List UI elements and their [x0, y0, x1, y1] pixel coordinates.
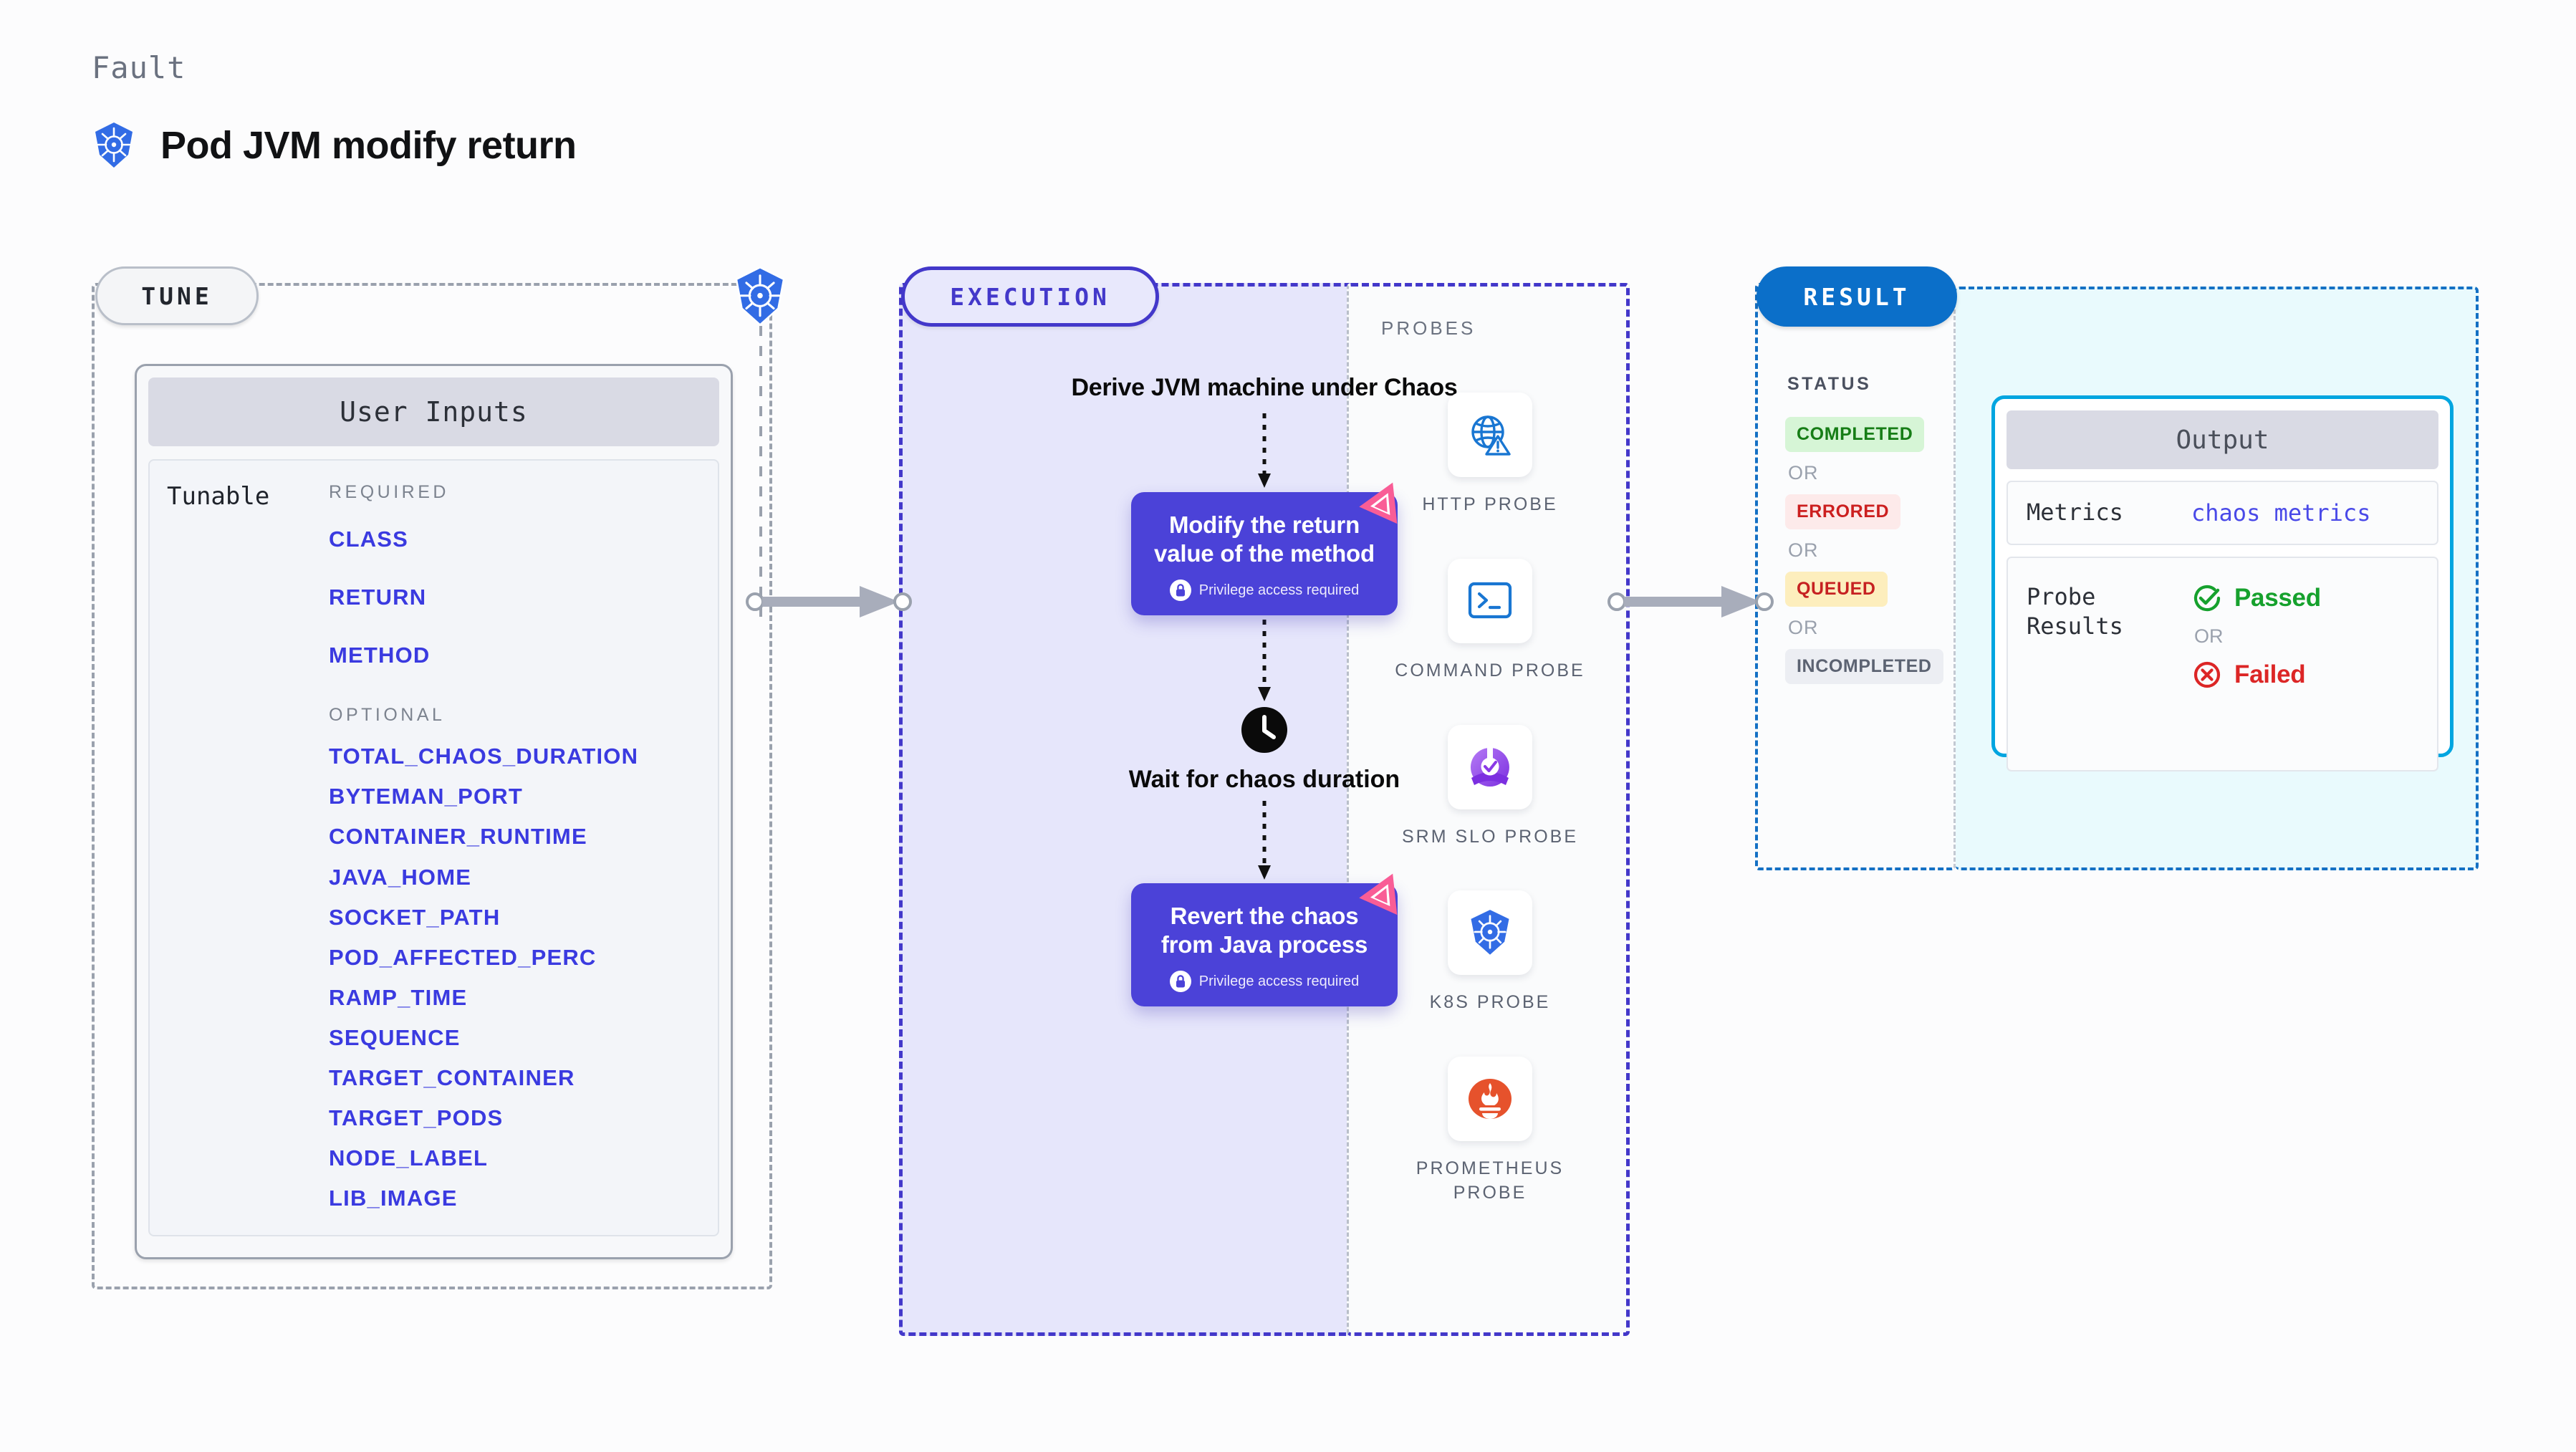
- param-item[interactable]: TARGET_CONTAINER: [329, 1065, 575, 1091]
- stage-pill-execution[interactable]: EXECUTION: [901, 266, 1159, 327]
- revert-chaos-node[interactable]: Revert the chaos from Java process Privi…: [1131, 873, 1398, 1006]
- status-badge-incompleted: INCOMPLETED: [1785, 649, 1943, 684]
- derive-step-label: Derive JVM machine under Chaos: [1071, 374, 1458, 401]
- output-header: Output: [2007, 410, 2438, 469]
- param-item[interactable]: TOTAL_CHAOS_DURATION: [329, 744, 639, 769]
- tunable-label: Tunable: [167, 482, 270, 511]
- params-col: REQUIRED CLASS RETURN METHOD OPTIONAL TO…: [329, 482, 718, 1235]
- litmus-badge-icon: [1357, 867, 1410, 919]
- terminal-icon: [1448, 558, 1532, 643]
- param-item[interactable]: RETURN: [329, 585, 427, 610]
- probe-item-k8s[interactable]: K8S PROBE: [1383, 890, 1597, 1015]
- wait-step-label: Wait for chaos duration: [1128, 766, 1400, 793]
- probes-list: HTTP PROBE COMMAND PROBE: [1383, 393, 1597, 1247]
- fault-title-row: Pod JVM modify return: [92, 122, 577, 169]
- passed-label: Passed: [2234, 583, 2321, 612]
- privilege-note: Privilege access required: [1144, 580, 1385, 601]
- page-title: Pod JVM modify return: [160, 124, 577, 167]
- param-item[interactable]: JAVA_HOME: [329, 864, 472, 890]
- modify-return-label: Modify the return value of the method: [1154, 511, 1375, 567]
- connector-tune-to-execution: [746, 586, 912, 617]
- or-separator: OR: [2194, 625, 2224, 647]
- status-badge-queued: QUEUED: [1785, 572, 1888, 607]
- clock-icon: [924, 706, 1605, 754]
- tunable-body: Tunable REQUIRED CLASS RETURN METHOD OPT…: [148, 459, 719, 1236]
- privilege-note-label: Privilege access required: [1198, 582, 1360, 598]
- revert-chaos-label: Revert the chaos from Java process: [1160, 902, 1368, 958]
- status-badge-errored: ERRORED: [1785, 494, 1901, 529]
- modify-return-node[interactable]: Modify the return value of the method Pr…: [1131, 482, 1398, 615]
- user-inputs-header: User Inputs: [148, 378, 719, 446]
- probe-results-row: Probe Results Passed OR: [2007, 556, 2438, 771]
- tune-connector-line: [759, 326, 762, 627]
- param-item[interactable]: METHOD: [329, 643, 431, 668]
- stage-pill-result[interactable]: RESULT: [1756, 266, 1957, 327]
- failed-label: Failed: [2234, 660, 2306, 688]
- fault-kicker: Fault: [92, 50, 186, 85]
- probe-label: PROMETHEUS PROBE: [1416, 1158, 1565, 1203]
- param-item[interactable]: SOCKET_PATH: [329, 904, 501, 930]
- kubernetes-icon: [1448, 890, 1532, 976]
- kubernetes-icon: [731, 266, 789, 327]
- status-badge-completed: COMPLETED: [1785, 417, 1925, 452]
- probe-item-command[interactable]: COMMAND PROBE: [1383, 558, 1597, 683]
- param-item[interactable]: RAMP_TIME: [329, 984, 468, 1010]
- param-item[interactable]: CONTAINER_RUNTIME: [329, 824, 587, 850]
- metrics-row: Metrics chaos metrics: [2007, 481, 2438, 545]
- user-inputs-card: User Inputs Tunable REQUIRED CLASS RETUR…: [135, 364, 733, 1259]
- globe-warning-icon: [1448, 393, 1532, 477]
- connector-execution-to-result: [1607, 586, 1774, 617]
- flow-arrow-2: [924, 615, 1605, 706]
- optional-params-list: TOTAL_CHAOS_DURATION BYTEMAN_PORT CONTAI…: [329, 744, 703, 1211]
- metrics-link[interactable]: chaos metrics: [2191, 499, 2371, 527]
- probe-result-failed: Failed: [2191, 659, 2321, 691]
- or-separator: OR: [1788, 462, 1819, 484]
- required-params-list: CLASS RETURN METHOD: [329, 527, 703, 668]
- tune-region: [92, 283, 772, 1289]
- or-separator: OR: [1788, 539, 1819, 561]
- probes-section-label: PROBES: [1381, 317, 1476, 339]
- or-separator: OR: [1788, 617, 1819, 638]
- param-item[interactable]: LIB_IMAGE: [329, 1186, 458, 1211]
- probe-results-values: Passed OR Failed: [2191, 582, 2321, 691]
- probe-result-passed: Passed: [2191, 582, 2321, 614]
- param-item[interactable]: CLASS: [329, 527, 409, 552]
- probe-item-http[interactable]: HTTP PROBE: [1383, 393, 1597, 517]
- probe-item-srm-slo[interactable]: SRM SLO PROBE: [1383, 724, 1597, 850]
- status-section-label: STATUS: [1787, 374, 1872, 394]
- lock-icon: [1169, 971, 1191, 992]
- tunable-label-col: Tunable: [150, 482, 329, 1235]
- param-item[interactable]: SEQUENCE: [329, 1024, 461, 1050]
- optional-group-label: OPTIONAL: [329, 705, 446, 726]
- check-circle-icon: [2191, 582, 2223, 614]
- required-group-label: REQUIRED: [329, 482, 449, 502]
- privilege-note: Privilege access required: [1144, 971, 1385, 992]
- probe-item-prometheus[interactable]: PROMETHEUS PROBE: [1383, 1057, 1597, 1206]
- execution-flow: Derive JVM machine under Chaos Modify th…: [924, 372, 1605, 1006]
- privilege-note-label: Privilege access required: [1198, 973, 1360, 989]
- probe-results-key: Probe Results: [2027, 582, 2123, 640]
- param-item[interactable]: NODE_LABEL: [329, 1145, 489, 1171]
- probe-label: HTTP PROBE: [1422, 494, 1558, 514]
- srm-slo-icon: [1448, 724, 1532, 809]
- probe-label: K8S PROBE: [1429, 992, 1551, 1013]
- probe-label: COMMAND PROBE: [1395, 660, 1585, 681]
- metrics-key: Metrics: [2027, 499, 2123, 526]
- probe-label: SRM SLO PROBE: [1402, 826, 1578, 847]
- param-item[interactable]: TARGET_PODS: [329, 1105, 504, 1131]
- flow-arrow-1: [924, 403, 1605, 492]
- x-circle-icon: [2191, 659, 2223, 691]
- flow-arrow-3: [924, 795, 1605, 883]
- kubernetes-logo-icon: [92, 122, 136, 169]
- param-item[interactable]: POD_AFFECTED_PERC: [329, 944, 597, 970]
- stage-pill-tune[interactable]: TUNE: [95, 266, 259, 325]
- lock-icon: [1169, 580, 1191, 601]
- litmus-badge-icon: [1357, 476, 1410, 528]
- status-list: COMPLETED OR ERRORED OR QUEUED OR INCOMP…: [1785, 417, 1950, 684]
- prometheus-icon: [1448, 1057, 1532, 1141]
- output-panel: Output Metrics chaos metrics Probe Resul…: [1991, 395, 2454, 771]
- param-item[interactable]: BYTEMAN_PORT: [329, 784, 524, 809]
